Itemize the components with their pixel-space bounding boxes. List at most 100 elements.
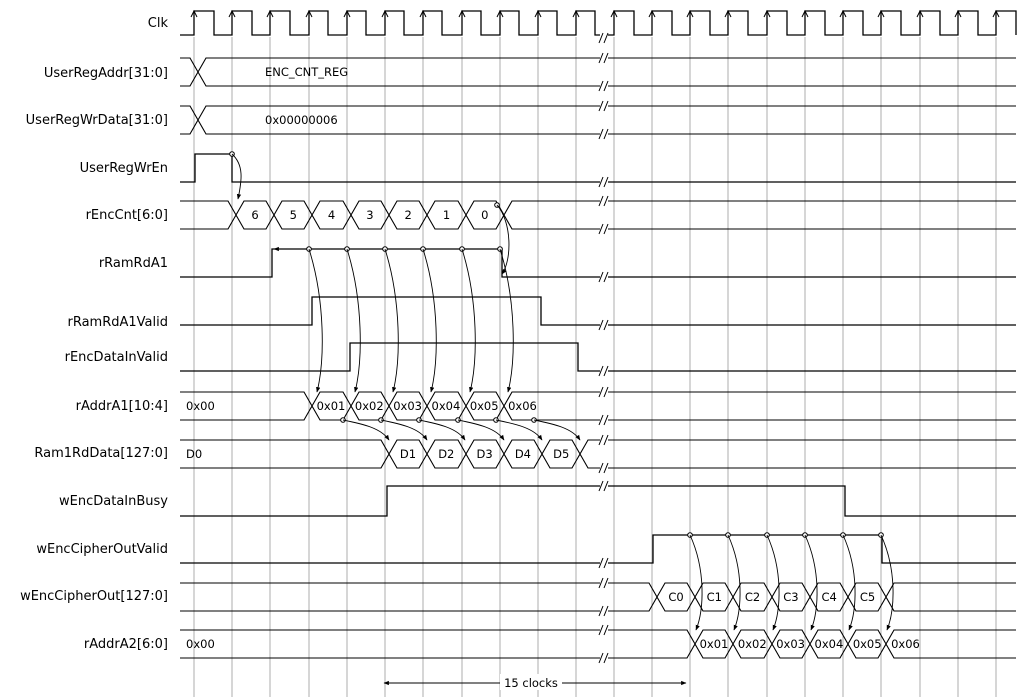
bus-value: 0 [481,208,488,222]
wave-enc-data-in-busy [180,485,1016,517]
break-mark [598,624,609,636]
break-mark [598,223,609,235]
arrow [495,419,543,441]
break-mark [598,80,609,92]
bus-value: 0x01 [317,399,346,413]
ram-read-arrows [306,246,514,393]
arrow [880,534,894,631]
break-gap [600,129,608,139]
break-mark [598,652,609,664]
bus-value: C2 [745,590,760,604]
value-addr-a2-init: 0x00 [186,637,215,651]
break-mark [598,319,609,331]
wave-ram-rd-a1-valid [180,296,1016,326]
label-user-reg-wr-data: UserRegWrData[31:0] [26,113,168,128]
ram1-rd-data-values: D1 D2 D3 D4 D5 [400,447,569,461]
bus-value: 0x04 [815,637,844,651]
wave-user-reg-addr [180,57,1016,87]
label-ram1-rd-data: Ram1RdData[127:0] [34,446,168,461]
arrow [461,248,476,393]
arrow [727,534,741,631]
arrow [380,419,428,441]
arrow [766,534,780,631]
break-gap [600,177,608,187]
label-enc-cipher-out: wEncCipherOut[127:0] [20,589,168,604]
clock-gridlines [190,9,1000,697]
break-gap [600,53,608,63]
break-gap [600,387,608,397]
break-mark [598,100,609,112]
break-gap [600,320,608,330]
break-gap [600,625,608,635]
break-gap [600,33,608,43]
arrow [418,419,466,441]
label-user-reg-addr: UserRegAddr[31:0] [44,66,168,81]
signal-labels: Clk UserRegAddr[31:0] UserRegWrData[31:0… [20,16,168,652]
value-user-reg-addr: ENC_CNT_REG [265,65,348,79]
wave-enc-cipher-out-valid [180,534,1016,564]
bus-value: 0x03 [776,637,805,651]
arrow [689,534,703,631]
break-gap [600,415,608,425]
bus-value: C1 [707,590,722,604]
bus-value: 6 [251,208,258,222]
bus-value: D3 [477,447,493,461]
bus-value: C4 [822,590,837,604]
wave-enc-data-in-valid [180,342,1016,372]
bus-value: 1 [443,208,450,222]
bus-value: D4 [515,447,531,461]
bus-value: 0x06 [891,637,920,651]
break-gap [600,435,608,445]
label-addr-a1: rAddrA1[10:4] [76,399,168,414]
bus-value: 0x02 [738,637,767,651]
arrow [422,248,437,393]
break-mark [598,52,609,64]
break-gap [600,463,608,473]
break-mark [598,434,609,446]
value-ram1-rd-data-init: D0 [186,447,202,461]
break-gap [600,196,608,206]
bus-value: D5 [553,447,569,461]
break-gap [600,481,608,491]
ram-data-arrows [340,417,581,441]
arrow [804,534,818,631]
break-mark [598,176,609,188]
break-gap [600,272,608,282]
bus-value: C5 [860,590,875,604]
bus-value: C3 [783,590,798,604]
time-break-marks [598,32,609,664]
wave-user-reg-wr-en [180,153,1016,183]
value-addr-a1-init: 0x00 [186,399,215,413]
break-mark [598,386,609,398]
wave-enc-cipher-out [180,582,1016,612]
wave-ram1-rd-data [180,439,1016,469]
arrow [342,419,390,441]
label-enc-cipher-out-valid: wEncCipherOutValid [36,542,168,557]
arrow [533,419,581,441]
label-addr-a2: rAddrA2[6:0] [84,637,168,652]
causality-arrows [229,151,894,631]
value-user-reg-wr-data: 0x00000006 [265,113,338,127]
break-gap [600,101,608,111]
break-gap [600,366,608,376]
bus-value: 5 [290,208,297,222]
bus-value: D2 [438,447,454,461]
break-gap [600,606,608,616]
arrow [346,248,361,393]
break-mark [598,577,609,589]
wave-user-reg-wr-data [180,105,1016,135]
arrow [499,248,514,393]
label-enc-data-in-busy: wEncDataInBusy [59,494,168,509]
break-gap [600,578,608,588]
bus-value: D1 [400,447,416,461]
wave-clk [180,10,1017,36]
bus-value: 0x03 [393,399,422,413]
cipher-out-arrows [687,532,894,631]
break-mark [598,32,609,44]
label-clk: Clk [148,16,169,31]
label-enc-cnt: rEncCnt[6:0] [86,208,168,223]
